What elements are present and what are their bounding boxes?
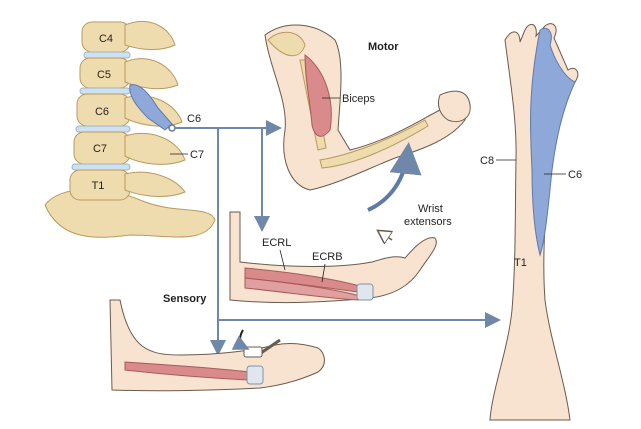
label-c8: C8	[480, 155, 494, 167]
label-t1-vertebra: T1	[92, 180, 105, 192]
sensory-arm	[109, 299, 325, 392]
extension-arrow	[380, 232, 392, 240]
label-c6-root: C6	[187, 113, 201, 125]
label-wrist: Wrist	[418, 203, 443, 215]
biceps-fist	[437, 90, 471, 123]
vertebra-c7	[73, 131, 186, 165]
c6-dermatome-region	[530, 27, 576, 257]
forearm-bones	[319, 119, 429, 169]
heading-motor: Motor	[368, 41, 399, 53]
heading-sensory: Sensory	[163, 293, 207, 305]
vertebra-t1	[69, 169, 186, 201]
label-c6-vertebra: C6	[95, 106, 109, 118]
c6-origin-dot	[168, 124, 176, 132]
tap-arrow	[231, 329, 250, 350]
cervical-spine: C4 C5 C6 C7 T1 C6 C7	[44, 21, 216, 238]
wrist-band	[356, 283, 374, 301]
label-ecrl: ECRL	[262, 237, 291, 249]
reflex-hammer-head	[243, 346, 263, 358]
label-t1-dermatome: T1	[514, 257, 527, 269]
motor-biceps-arm: Biceps	[264, 24, 471, 212]
nerve-pathways	[175, 120, 501, 356]
label-c7-vertebra: C7	[93, 143, 107, 155]
label-c6-dermatome: C6	[568, 169, 582, 181]
ecrb-leader-line	[321, 263, 326, 283]
ecrl-leader-line	[279, 249, 286, 271]
sensory-wrist-band	[246, 365, 264, 385]
vertebra-c4	[81, 21, 176, 53]
vertebra-c5	[79, 57, 179, 90]
shoulder-bone	[267, 31, 306, 57]
flexion-arrow	[367, 142, 422, 212]
disc-c5-c6	[79, 87, 131, 95]
label-extensors: extensors	[404, 216, 452, 228]
disc-c7-t1	[71, 163, 131, 171]
label-c5: C5	[97, 69, 111, 81]
disc-c4-c5	[83, 51, 131, 59]
motor-wrist-arm: ECRL ECRB	[229, 211, 437, 304]
thoracic-rib	[44, 188, 216, 238]
label-ecrb: ECRB	[312, 251, 343, 263]
biceps-muscle	[304, 53, 332, 137]
dermatome-arm: C8 C6 T1	[480, 23, 582, 421]
label-biceps: Biceps	[342, 93, 376, 105]
label-c4: C4	[99, 33, 113, 45]
disc-c6-c7	[75, 125, 131, 133]
label-c7-root: C7	[190, 149, 204, 161]
